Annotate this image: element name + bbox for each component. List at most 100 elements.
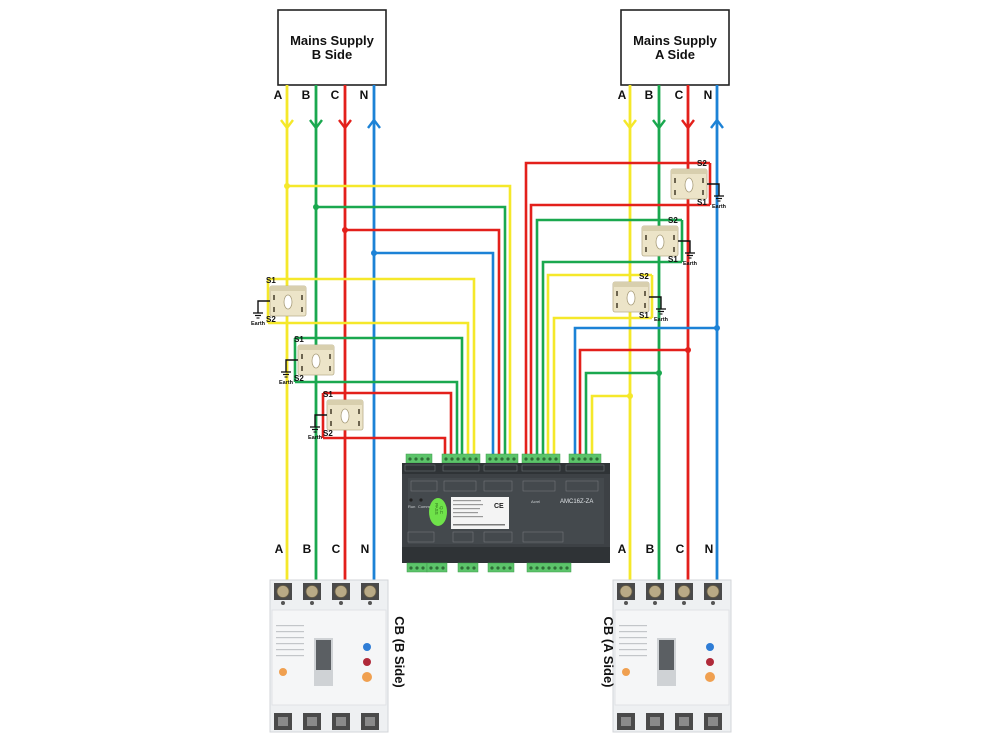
terminal-screw (565, 566, 569, 570)
ct-s2-label: S2 (323, 429, 333, 438)
indicator (706, 658, 714, 666)
arrow-b-c (338, 119, 352, 130)
earth-wire (285, 359, 298, 372)
phase-label-b-top-n: N (360, 88, 369, 102)
phase-label-a-bottom-b: B (646, 542, 655, 556)
arrow-b-a (280, 119, 294, 130)
ct-b-c-s2 (323, 436, 447, 455)
phase-label-a-top-n: N (704, 88, 713, 102)
vtap-b-a (287, 184, 512, 455)
terminal-screw (488, 457, 492, 461)
ct-b-c-s1 (323, 391, 453, 455)
supply-a-title-line1: Mains Supply (633, 33, 718, 48)
earth-wire (314, 414, 327, 427)
terminal-screw (496, 566, 500, 570)
test-button (622, 668, 630, 676)
phase-label-b-bottom-c: C (332, 542, 341, 556)
phase-label-b-top-c: C (331, 88, 340, 102)
terminal-screw (474, 457, 478, 461)
ct-window (283, 294, 293, 310)
reset-button (705, 672, 715, 682)
vtap-a-a (590, 394, 630, 455)
phase-label-a-top-c: C (675, 88, 684, 102)
ct-a-a-s1 (552, 316, 652, 455)
ct-b-a-s1 (268, 277, 476, 455)
terminal-screw (512, 457, 516, 461)
ct-window (626, 290, 636, 306)
vtap-b-b (316, 205, 507, 455)
vtap-a-c (578, 348, 688, 455)
terminal-screw (466, 566, 470, 570)
earth-label: Earth (308, 435, 323, 441)
terminal-block-current-a (521, 453, 561, 464)
terminal-screw (524, 457, 528, 461)
setting-dial (363, 643, 371, 651)
earth-label: Earth (654, 317, 669, 323)
terminal-screw (435, 566, 439, 570)
ct-a-b-s2 (535, 218, 682, 455)
supply-b-title-line1: Mains Supply (290, 33, 375, 48)
terminal-screw (547, 566, 551, 570)
meter-brand: Acrel (531, 499, 540, 504)
svg-text:Q.C: Q.C (439, 506, 444, 515)
arrow-a-n (710, 118, 724, 129)
terminal-screw (494, 457, 498, 461)
vtap-b-n (374, 251, 495, 455)
terminal-screw (535, 566, 539, 570)
svg-text:PASS: PASS (434, 503, 439, 515)
ct-s1-label: S1 (294, 335, 304, 344)
supply-box-a-side: Mains Supply A Side (620, 9, 730, 86)
current-transformers: S1S2EarthS1S2EarthS1S2EarthS1S2EarthS1S2… (251, 159, 727, 441)
terminal-screw (420, 457, 424, 461)
reset-button (362, 672, 372, 682)
terminal-block-aux (426, 562, 448, 573)
vtap-a-b (584, 371, 659, 455)
junction-dot (284, 183, 290, 189)
meter-model: AMC16Z-ZA (560, 499, 593, 505)
junction-dot (371, 250, 377, 256)
phase-label-a-bottom-c: C (676, 542, 685, 556)
ct-b-b-s2 (295, 380, 459, 455)
terminal-screw (426, 457, 430, 461)
terminal-screw (415, 566, 419, 570)
setting-dial (706, 643, 714, 651)
phase-label-a-top-a: A (618, 88, 627, 102)
junction-dot (714, 325, 720, 331)
junction-dot (656, 370, 662, 376)
ct-window (340, 408, 350, 424)
terminal-screw (554, 457, 558, 461)
supply-box-b-side: Mains Supply B Side (277, 9, 387, 86)
terminal-screw (577, 457, 581, 461)
terminal-screw (462, 457, 466, 461)
arrow-b-n (367, 118, 381, 129)
ct-s2-label: S2 (266, 315, 276, 324)
terminal-screw (472, 566, 476, 570)
breaker-b-side (269, 579, 389, 733)
phase-label-a-bottom-a: A (618, 542, 627, 556)
junction-dot (342, 227, 348, 233)
breaker-a-side (612, 579, 732, 733)
terminal-screw (490, 566, 494, 570)
junction-dot (685, 347, 691, 353)
earth-wire (707, 183, 720, 196)
qc-pass-sticker: Q.C PASS (429, 498, 447, 526)
terminal-screw (595, 457, 599, 461)
terminal-block-voltage-a (568, 453, 602, 464)
terminal-screw (589, 457, 593, 461)
phase-labels: A B C N A B C N A B C N A B C N (274, 88, 714, 556)
terminal-screw (450, 457, 454, 461)
terminal-screw (542, 457, 546, 461)
terminal-screw (536, 457, 540, 461)
terminal-screw (468, 457, 472, 461)
ct-s2-label: S2 (668, 216, 678, 225)
product-label: CE (451, 497, 509, 529)
arrow-a-c (681, 119, 695, 130)
ct-a-c-s2 (524, 161, 710, 455)
terminal-screw (441, 566, 445, 570)
terminal-screw (444, 457, 448, 461)
earth-wire (257, 300, 270, 313)
terminal-screw (460, 566, 464, 570)
